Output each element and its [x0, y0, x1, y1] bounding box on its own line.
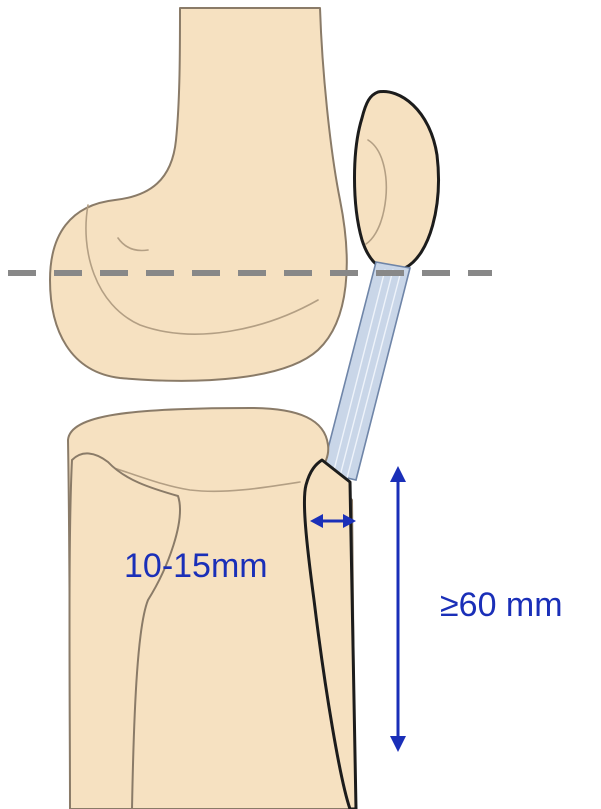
length-label: ≥60 mm [440, 586, 563, 624]
length-arrow-head-bottom [390, 736, 406, 752]
gap-label: 10-15mm [124, 547, 268, 585]
femur [50, 8, 347, 381]
length-arrow-head-top [390, 466, 406, 482]
